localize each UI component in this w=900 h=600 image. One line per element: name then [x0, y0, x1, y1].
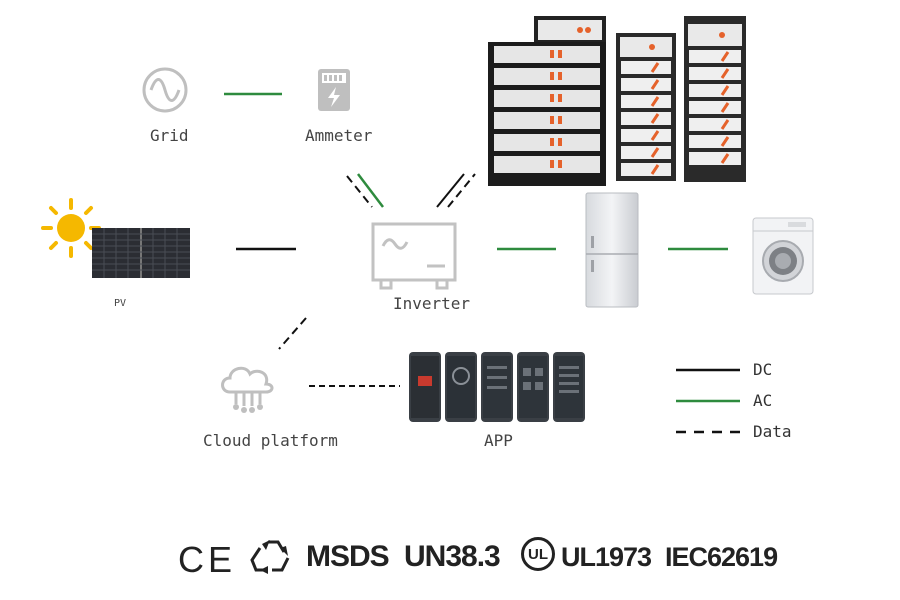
- cloud-platform-label: Cloud platform: [203, 431, 338, 450]
- ammeter-inverter-data-line: [346, 175, 373, 208]
- grid-icon: [142, 67, 188, 113]
- inverter-icon: [371, 222, 457, 290]
- ammeter-label: Ammeter: [305, 126, 373, 145]
- solar-panel-icon: [92, 228, 190, 278]
- legend-ac-label: AC: [753, 391, 773, 410]
- ammeter-icon: [318, 69, 350, 111]
- inverter-label: Inverter: [393, 294, 471, 313]
- ce-mark: CE: [178, 539, 237, 580]
- recycle-icon: [250, 540, 290, 574]
- app-phones-icon: [409, 352, 585, 422]
- pv-label: PV: [114, 298, 127, 309]
- inverter-cloud-data-line: [278, 317, 307, 350]
- iec62619-mark: IEC62619: [665, 542, 778, 572]
- battery-rack-icon: [488, 16, 606, 186]
- legend-dc-label: DC: [753, 360, 773, 379]
- ammeter-inverter-ac-line: [357, 173, 384, 208]
- cloud-icon: [221, 366, 274, 413]
- battery-inverter-dc-line: [436, 173, 465, 208]
- ul1973-mark: UL1973: [561, 542, 652, 572]
- legend-swatches: [676, 368, 740, 434]
- battery-tower-tall-icon: [684, 16, 746, 182]
- un383-mark: UN38.3: [404, 540, 501, 573]
- refrigerator-icon: [585, 192, 639, 308]
- app-label: APP: [484, 431, 513, 450]
- battery-tower-icon: [616, 33, 676, 181]
- ul-circle-text: UL: [528, 545, 548, 563]
- washing-machine-icon: [752, 217, 814, 295]
- ul-circle-mark: UL: [521, 537, 555, 571]
- battery-inverter-data-line: [447, 173, 476, 208]
- msds-mark: MSDS: [306, 540, 390, 573]
- legend-data-label: Data: [753, 422, 792, 441]
- grid-label: Grid: [150, 126, 189, 145]
